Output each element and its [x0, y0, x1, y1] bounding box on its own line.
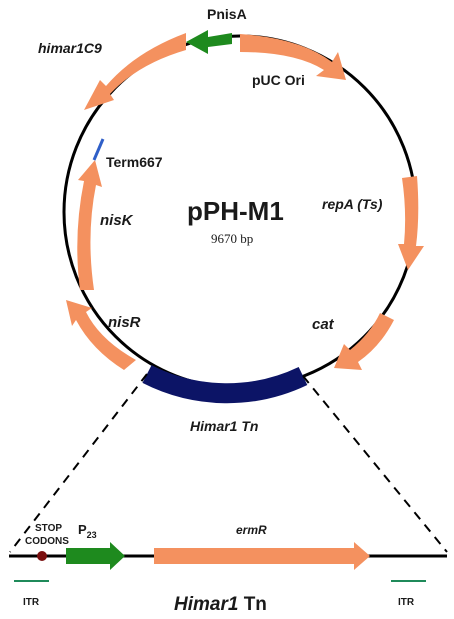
repa-arrow — [398, 176, 424, 270]
puc-ori-label: pUC Ori — [252, 72, 305, 88]
p23-promoter-arrow — [66, 542, 125, 570]
repa-label: repA (Ts) — [322, 196, 383, 212]
nisk-arrow — [77, 160, 102, 290]
itr-right-label: ITR — [398, 597, 415, 608]
term667-terminator — [92, 138, 105, 161]
itr-left-label: ITR — [23, 597, 40, 608]
stop-codons-label-line2: CODONS — [25, 536, 69, 547]
himar1-tn-circle-label: Himar1 Tn — [190, 418, 258, 434]
nisk-label: nisK — [100, 212, 134, 229]
term667-label: Term667 — [106, 154, 163, 170]
stop-codons-label-line1: STOP — [35, 523, 62, 534]
p23-label: P23 — [78, 522, 97, 540]
nisr-arrow — [66, 300, 136, 370]
nisr-label: nisR — [108, 314, 141, 331]
transposon-title: Himar1 Tn — [174, 594, 267, 615]
plasmid-name: pPH-M1 — [187, 196, 284, 226]
himar1-tn-segment — [142, 365, 308, 404]
pnisa-promoter-arrow — [186, 30, 232, 54]
pnisa-label: PnisA — [207, 6, 247, 22]
plasmid-size: 9670 bp — [211, 231, 253, 246]
cat-arrow — [334, 313, 394, 370]
ermr-label: ermR — [236, 523, 267, 537]
stop-codons-dot — [37, 551, 47, 561]
himar1c9-label: himar1C9 — [38, 40, 102, 56]
cat-label: cat — [312, 316, 335, 333]
zoom-line-right — [302, 375, 448, 553]
himar1c9-arrow — [84, 33, 186, 110]
ermr-arrow — [154, 542, 370, 570]
puc-ori-arrow — [240, 34, 346, 80]
zoom-line-left — [9, 373, 148, 553]
